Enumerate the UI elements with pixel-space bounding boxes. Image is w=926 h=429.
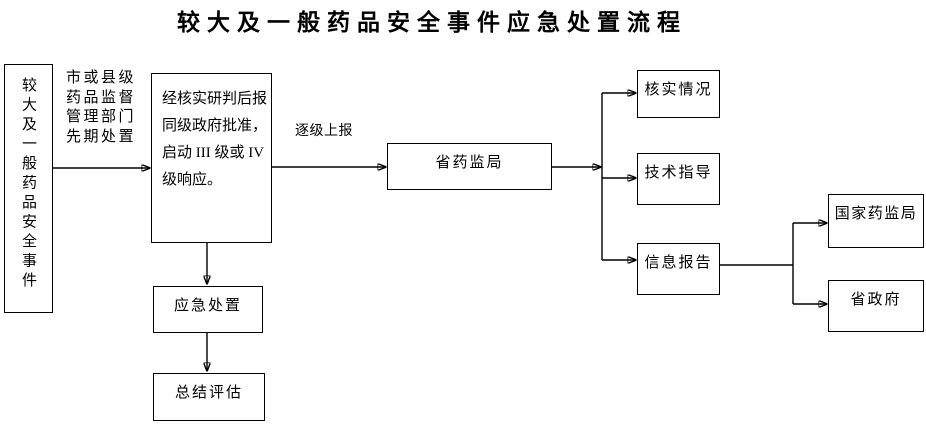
initial-disposal-line: 先期处置	[66, 128, 137, 145]
response-activation-line: 启动 III 级或 IV	[162, 145, 265, 161]
provincial-drug-admin-box: 省药监局	[387, 143, 552, 190]
initial-disposal-label: 市或县级 药品监督 管理部门 先期处置	[66, 69, 136, 147]
initial-disposal-line: 管理部门	[66, 109, 137, 125]
provincial-drug-admin-label: 省药监局	[435, 155, 504, 171]
emergency-disposal-label: 应急处置	[173, 298, 242, 314]
escalate-report-label: 逐级上报	[295, 124, 353, 139]
summary-evaluation-label: 总结评估	[174, 385, 243, 401]
verify-situation-label: 核实情况	[644, 82, 713, 98]
national-drug-admin-label: 国家药监局	[834, 206, 918, 222]
initial-disposal-line: 市或县级	[66, 70, 137, 86]
info-report-label: 信息报告	[644, 255, 713, 271]
event-source-label: 较大及一般药品安全事件	[20, 77, 36, 292]
event-source-box: 较大及一般药品安全事件	[4, 64, 53, 313]
page-title: 较大及一般药品安全事件应急处置流程	[177, 10, 687, 35]
technical-guidance-box: 技术指导	[637, 153, 720, 205]
initial-disposal-line: 药品监督	[66, 89, 137, 106]
summary-evaluation-box: 总结评估	[153, 373, 265, 421]
national-drug-admin-box: 国家药监局	[828, 194, 924, 248]
response-activation-line: 经核实研判后报	[162, 91, 268, 107]
response-activation-box: 经核实研判后报 同级政府批准， 启动 III 级或 IV 级响应。	[151, 73, 272, 243]
response-activation-line: 同级政府批准，	[162, 118, 268, 134]
response-activation-line: 级响应。	[162, 172, 223, 188]
info-report-box: 信息报告	[637, 243, 720, 295]
provincial-government-box: 省政府	[828, 280, 924, 332]
verify-situation-box: 核实情况	[637, 70, 720, 118]
emergency-disposal-box: 应急处置	[153, 286, 263, 333]
provincial-government-label: 省政府	[850, 292, 902, 308]
technical-guidance-label: 技术指导	[644, 165, 713, 181]
